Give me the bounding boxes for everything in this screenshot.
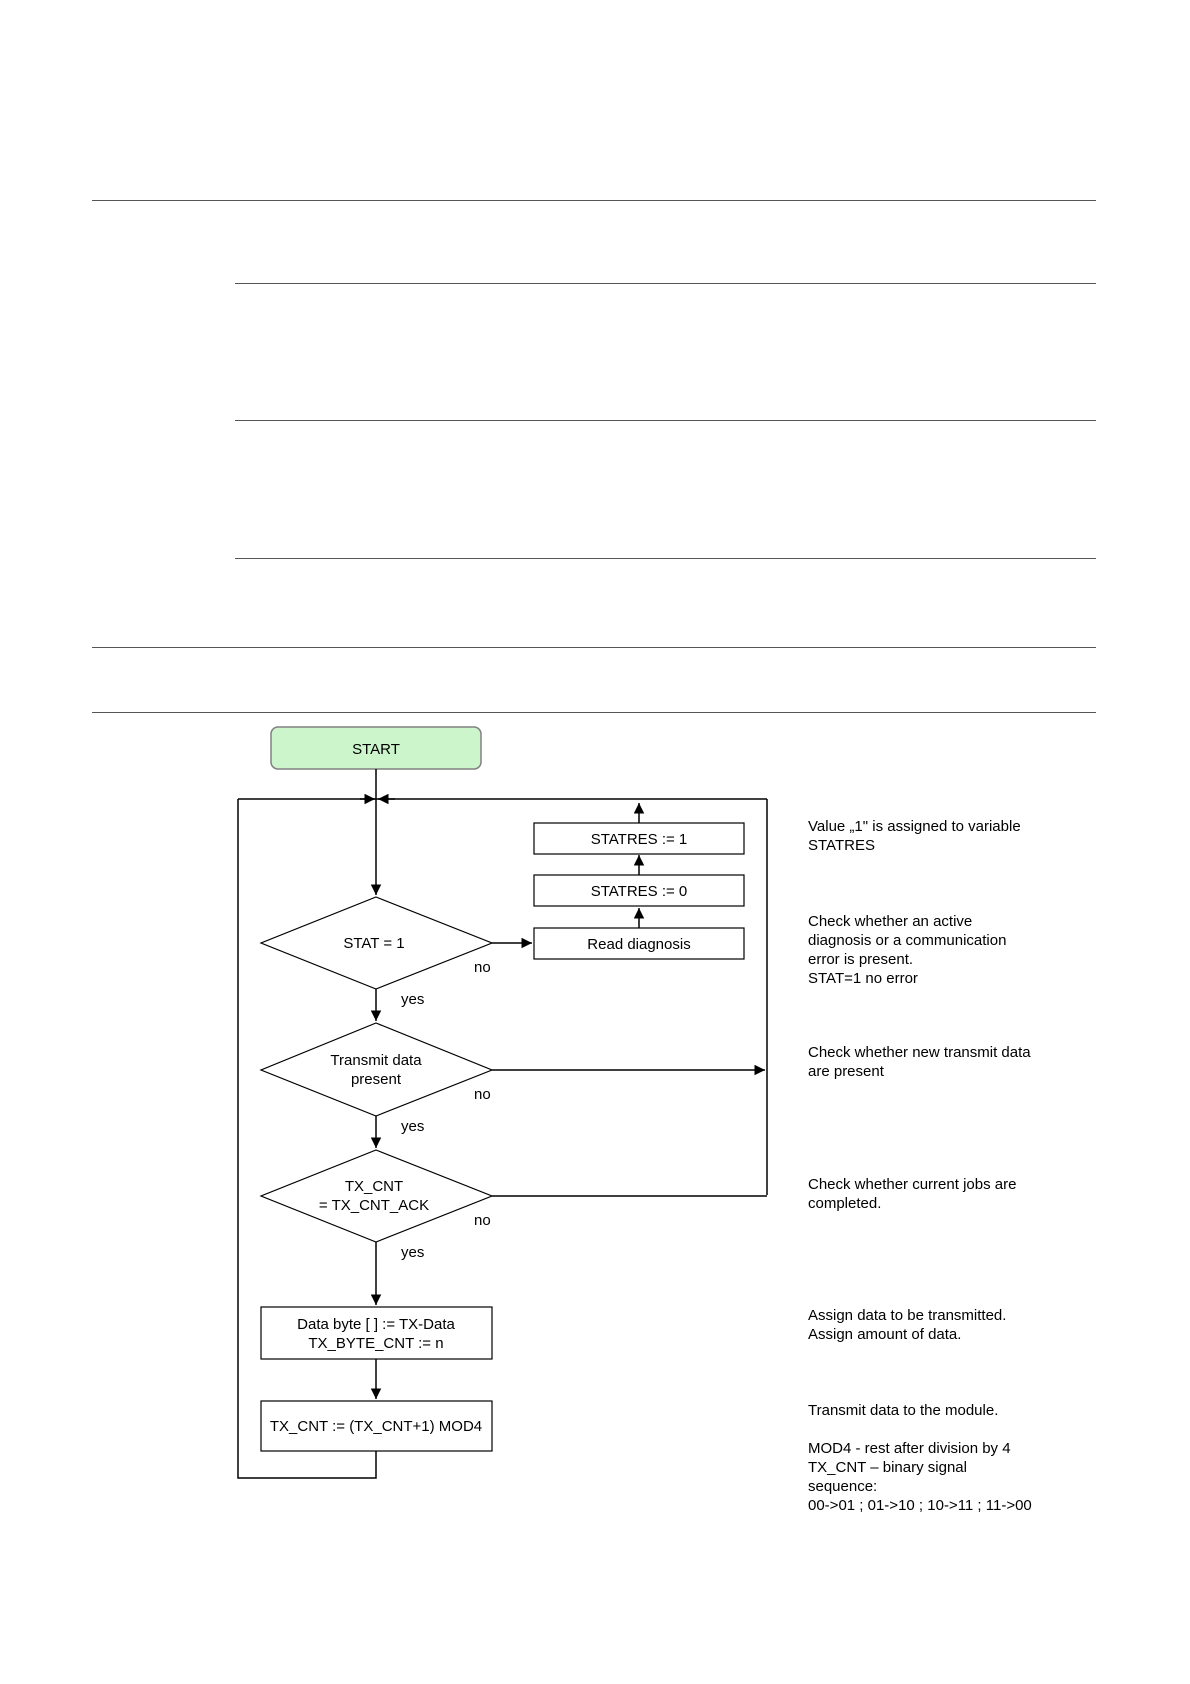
transmit-decision-label: present xyxy=(351,1071,402,1088)
no-label: no xyxy=(474,959,491,976)
transmit-decision-label: Transmit data xyxy=(330,1052,422,1069)
note-increment: Transmit data to the module. MOD4 - rest… xyxy=(808,1402,1032,1514)
section-rule xyxy=(92,712,1096,713)
increment-label: TX_CNT := (TX_CNT+1) MOD4 xyxy=(270,1418,482,1435)
section-rule xyxy=(235,558,1096,559)
txcnt-decision-label: TX_CNT xyxy=(345,1178,403,1195)
statres-0-label: STATRES := 0 xyxy=(591,883,688,900)
txcnt-decision-label: = TX_CNT_ACK xyxy=(319,1197,429,1214)
increment-box xyxy=(260,1400,493,1452)
note-assign: Assign data to be transmitted. Assign am… xyxy=(808,1307,1007,1343)
yes-label: yes xyxy=(401,991,424,1008)
note-stat: Check whether an active diagnosis or a c… xyxy=(808,913,1007,987)
yes-label: yes xyxy=(401,1118,424,1135)
assign-data-label: TX_BYTE_CNT := n xyxy=(308,1335,443,1352)
note-statres: Value „1" is assigned to variable STATRE… xyxy=(808,818,1021,854)
no-label: no xyxy=(474,1212,491,1229)
txcnt-decision xyxy=(259,1149,494,1243)
assign-data-label: Data byte [ ] := TX-Data xyxy=(297,1316,455,1333)
loop-left-line xyxy=(237,799,377,1479)
transmit-decision xyxy=(259,1022,494,1117)
note-transmit: Check whether new transmit data are pres… xyxy=(808,1044,1031,1080)
read-diagnosis-label: Read diagnosis xyxy=(587,936,690,953)
yes-label: yes xyxy=(401,1244,424,1261)
stat-decision-label: STAT = 1 xyxy=(343,935,404,952)
section-rule xyxy=(235,420,1096,421)
note-txcnt: Check whether current jobs are completed… xyxy=(808,1176,1017,1212)
statres-1-label: STATRES := 1 xyxy=(591,831,688,848)
start-label: START xyxy=(352,741,400,758)
no-label: no xyxy=(474,1086,491,1103)
section-rule xyxy=(92,647,1096,648)
section-rule xyxy=(235,283,1096,284)
section-rule xyxy=(92,200,1096,201)
statres-0-box xyxy=(533,874,745,907)
